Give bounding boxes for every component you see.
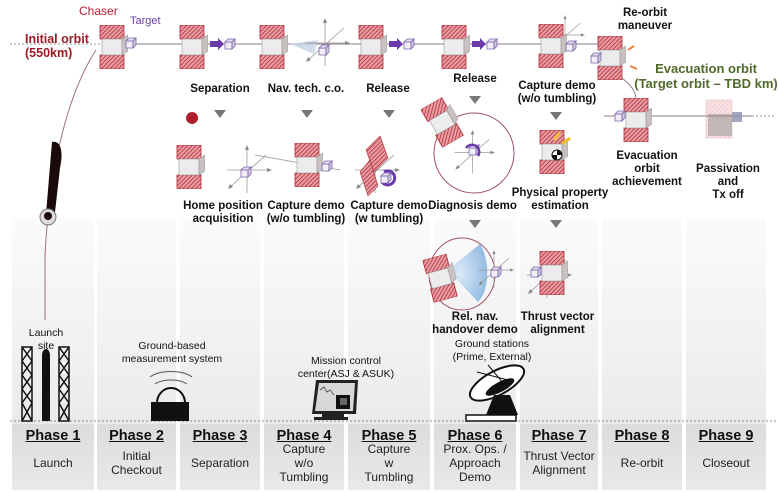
- step-separation: Separation: [190, 83, 250, 95]
- passivated-satellite-icon: [705, 99, 742, 139]
- target-cube-icon: [614, 110, 626, 122]
- phase-9: Phase 9 Closeout: [686, 424, 766, 490]
- launch-site-label: Launch site: [28, 327, 64, 352]
- chaser-satellite-icon: [179, 25, 208, 69]
- chaser-satellite-icon: [623, 98, 652, 142]
- phase-title: Phase 7: [531, 428, 587, 444]
- step-thrust-vector: Thrust vector alignment: [520, 311, 595, 336]
- phase-title: Phase 4: [276, 428, 332, 444]
- ground-measurement-label: Ground-based measurement system: [121, 340, 223, 365]
- phase-description: Initial Checkout: [111, 449, 162, 477]
- phase-description: Thrust Vector Alignment: [523, 449, 595, 477]
- target-cube-icon: [486, 38, 498, 50]
- down-arrow-icon: [469, 96, 481, 104]
- target-label: Target: [130, 15, 161, 27]
- chaser-satellite-icon: [539, 251, 568, 295]
- phase-title: Phase 5: [361, 428, 417, 444]
- phase-description: Capture w/o Tumbling: [279, 442, 329, 484]
- phase-description: Closeout: [702, 456, 750, 470]
- phase-description: Separation: [190, 456, 250, 470]
- chaser-satellite-icon: [441, 25, 470, 69]
- phase-title: Phase 8: [614, 428, 670, 444]
- down-arrow-icon: [214, 110, 226, 118]
- chaser-satellite-icon: [99, 25, 128, 69]
- phase-title: Phase 3: [192, 428, 248, 444]
- step-home-position: Home position acquisition: [183, 200, 263, 225]
- step-release-2: Release: [453, 73, 497, 85]
- target-cube-icon: [321, 160, 333, 172]
- ground-stations-label: Ground stations (Prime, External): [452, 338, 532, 363]
- down-arrow-icon: [550, 220, 562, 228]
- phase-description: Prox. Ops. / Approach Demo: [443, 442, 507, 484]
- down-arrow-icon: [469, 220, 481, 228]
- phase-1: Phase 1 Launch: [12, 424, 94, 490]
- step-re-orbit-maneuver: Re-orbit maneuver: [617, 7, 673, 32]
- phase-7: Phase 7 Thrust Vector Alignment: [520, 424, 598, 490]
- target-cube-icon: [240, 166, 252, 178]
- rocket-icon: [39, 141, 62, 226]
- phase-description: Re-orbit: [620, 456, 664, 470]
- evacuation-orbit-label: Evacuation orbit (Target orbit – TBD km): [634, 61, 778, 91]
- tumbling-capture-icon: [359, 135, 397, 197]
- down-arrow-icon: [383, 110, 395, 118]
- target-cube-icon: [565, 40, 577, 52]
- step-rel-nav-handover: Rel. nav. handover demo: [432, 311, 518, 336]
- radar-dome-icon: [149, 371, 193, 421]
- target-cube-icon: [403, 38, 415, 50]
- initial-orbit-label: Initial orbit (550km): [25, 32, 89, 60]
- step-capture-demo-w: Capture demo (w tumbling): [350, 200, 428, 225]
- launch-tower-icon: [21, 346, 70, 422]
- step-release-1: Release: [366, 83, 410, 95]
- phase-title: Phase 1: [25, 428, 81, 444]
- step-capture-demo-wo: Capture demo (w/o tumbling): [266, 200, 346, 225]
- target-cube-icon: [125, 37, 137, 49]
- step-diagnosis-demo: Diagnosis demo: [428, 200, 517, 212]
- down-arrow-icon: [301, 110, 313, 118]
- phase-description: Launch: [33, 456, 73, 470]
- phase-2: Phase 2 Initial Checkout: [97, 424, 176, 490]
- target-cube-icon: [490, 266, 502, 278]
- chaser-satellite-icon: [176, 145, 205, 189]
- chaser-satellite-icon: [597, 36, 626, 80]
- phase-title: Phase 6: [447, 428, 503, 444]
- target-cube-icon: [224, 38, 236, 50]
- location-pin-icon: [186, 112, 199, 136]
- phase-title: Phase 9: [698, 428, 754, 444]
- step-physical-property: Physical property estimation: [511, 187, 609, 212]
- chaser-satellite-icon: [294, 143, 323, 187]
- diagnosis-circle: [433, 112, 515, 194]
- chaser-satellite-icon: [538, 24, 567, 68]
- phase-3: Phase 3 Separation: [180, 424, 260, 490]
- down-arrow-icon: [550, 112, 562, 120]
- target-cube-icon: [530, 266, 542, 278]
- target-cube-icon: [590, 52, 602, 64]
- step-passivation: Passivation and Tx off: [696, 163, 760, 201]
- step-evacuation-achievement: Evacuation orbit achievement: [612, 150, 682, 188]
- chaser-satellite-icon: [358, 25, 387, 69]
- phase-title: Phase 2: [109, 428, 164, 444]
- satellite-dish-icon: [465, 364, 526, 422]
- launch-trajectory: [44, 49, 97, 320]
- monitor-icon: [312, 380, 358, 420]
- phase-description: Capture w Tumbling: [364, 442, 414, 484]
- chaser-label: Chaser: [79, 4, 118, 18]
- step-nav-tech-co: Nav. tech. c.o.: [267, 83, 345, 95]
- phase-8: Phase 8 Re-orbit: [602, 424, 682, 490]
- chaser-satellite-icon: [259, 25, 288, 69]
- mission-control-label: Mission control center(ASJ & ASUK): [297, 355, 395, 380]
- step-capture-demo-top: Capture demo (w/o tumbling): [517, 80, 597, 105]
- target-cube-icon: [318, 44, 330, 56]
